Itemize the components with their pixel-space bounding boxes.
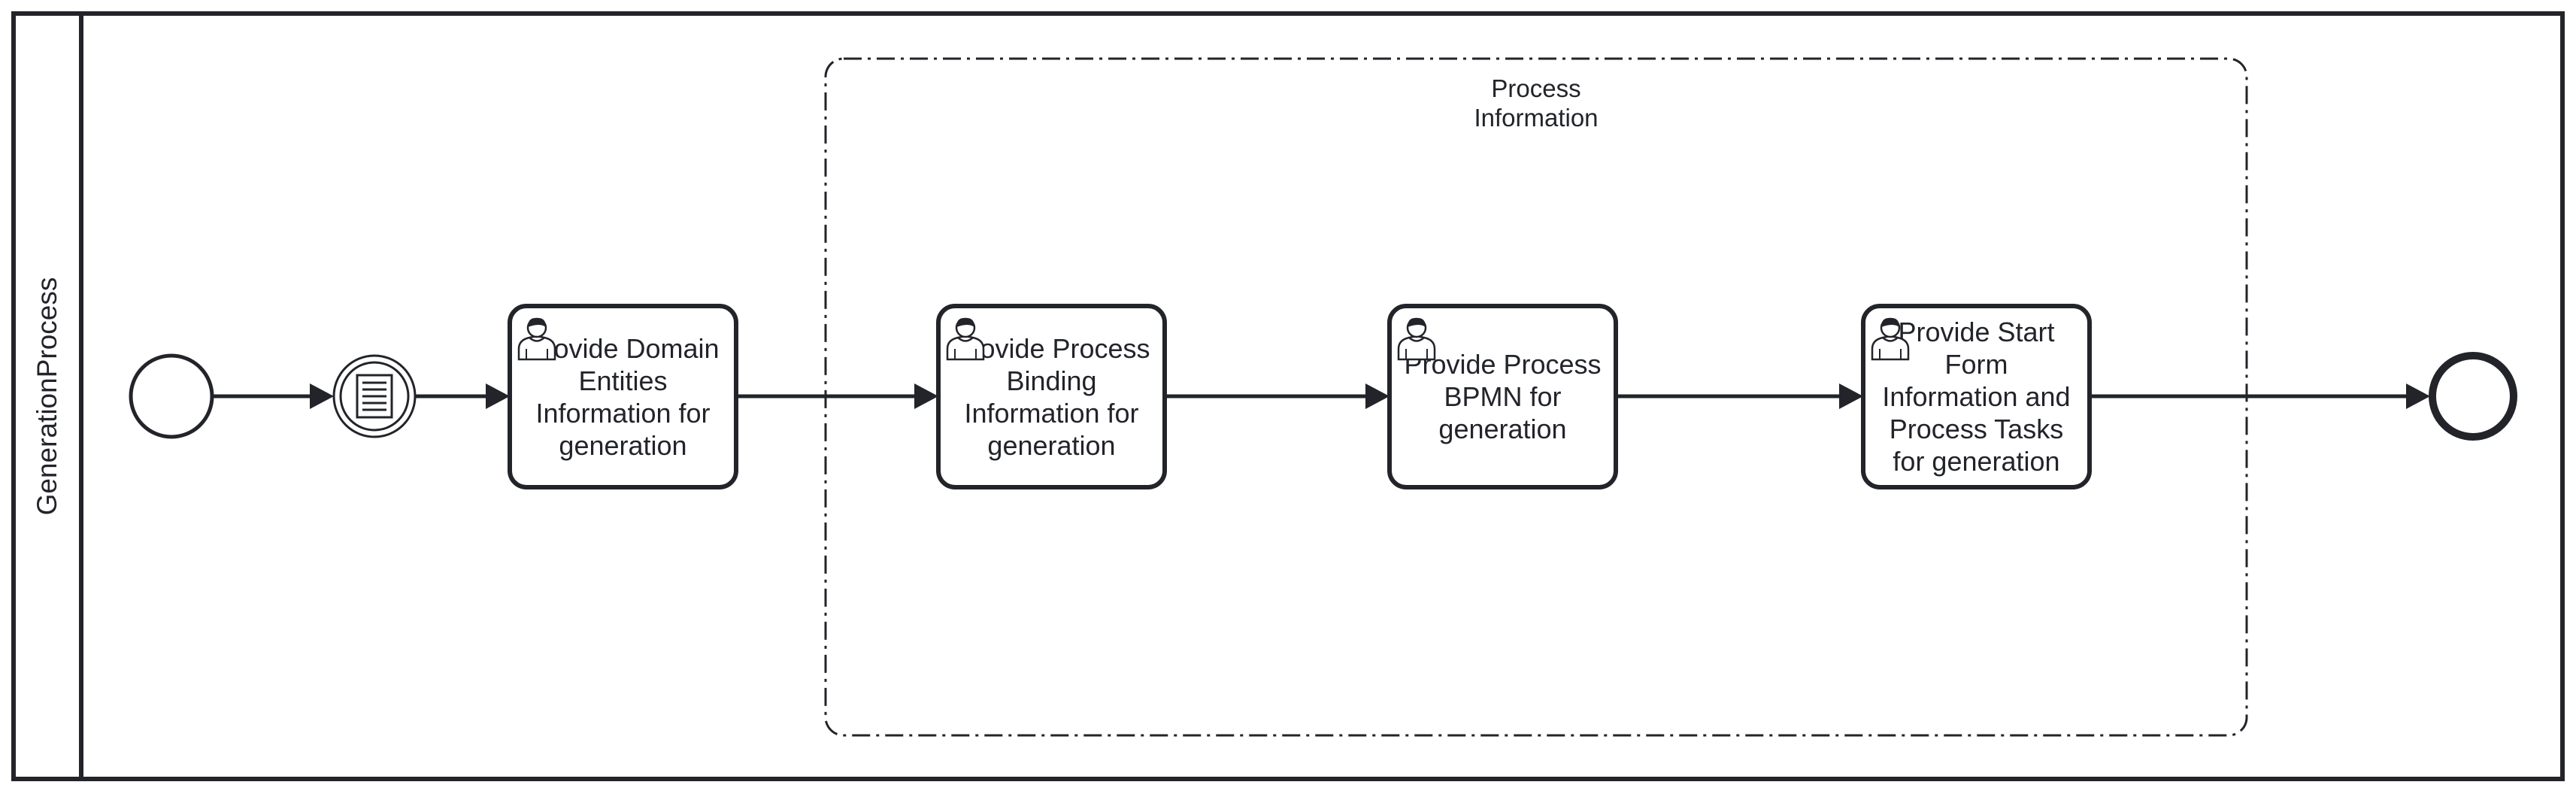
arrowhead	[486, 383, 510, 409]
task-label-1: Provide Domain Entities Information for …	[514, 311, 732, 483]
group-label: Process Information	[1386, 71, 1687, 135]
task-box-4[interactable]	[1861, 304, 2092, 489]
task-box-3[interactable]	[1387, 304, 1618, 489]
arrowhead	[2406, 383, 2430, 409]
task-label-3: Provide Process BPMN for generation	[1394, 311, 1611, 483]
intermediate-event[interactable]	[332, 354, 417, 438]
group-label-text: Process Information	[1474, 74, 1599, 132]
end-event[interactable]	[2429, 352, 2517, 441]
arrowhead	[1365, 383, 1390, 409]
task-label-text: Provide Domain Entities Information for …	[526, 332, 720, 461]
task-label-4: Provide Start Form Information and Proce…	[1868, 311, 2085, 483]
task-label-2: Provide Process Binding Information for …	[943, 311, 1160, 483]
start-event[interactable]	[129, 353, 214, 439]
document-lines-icon	[356, 374, 393, 419]
task-label-text: Provide Process BPMN for generation	[1404, 349, 1602, 444]
arrowhead	[310, 383, 334, 409]
arrowhead	[1839, 383, 1863, 409]
pool-label: GenerationProcess	[32, 277, 62, 516]
task-label-text: Provide Start Form Information and Proce…	[1882, 317, 2071, 477]
task-box-1[interactable]	[508, 304, 738, 489]
arrowhead	[914, 383, 938, 409]
task-box-2[interactable]	[936, 304, 1167, 489]
arrowheads	[310, 383, 2430, 409]
task-label-text: Provide Process Binding Information for …	[953, 332, 1150, 461]
